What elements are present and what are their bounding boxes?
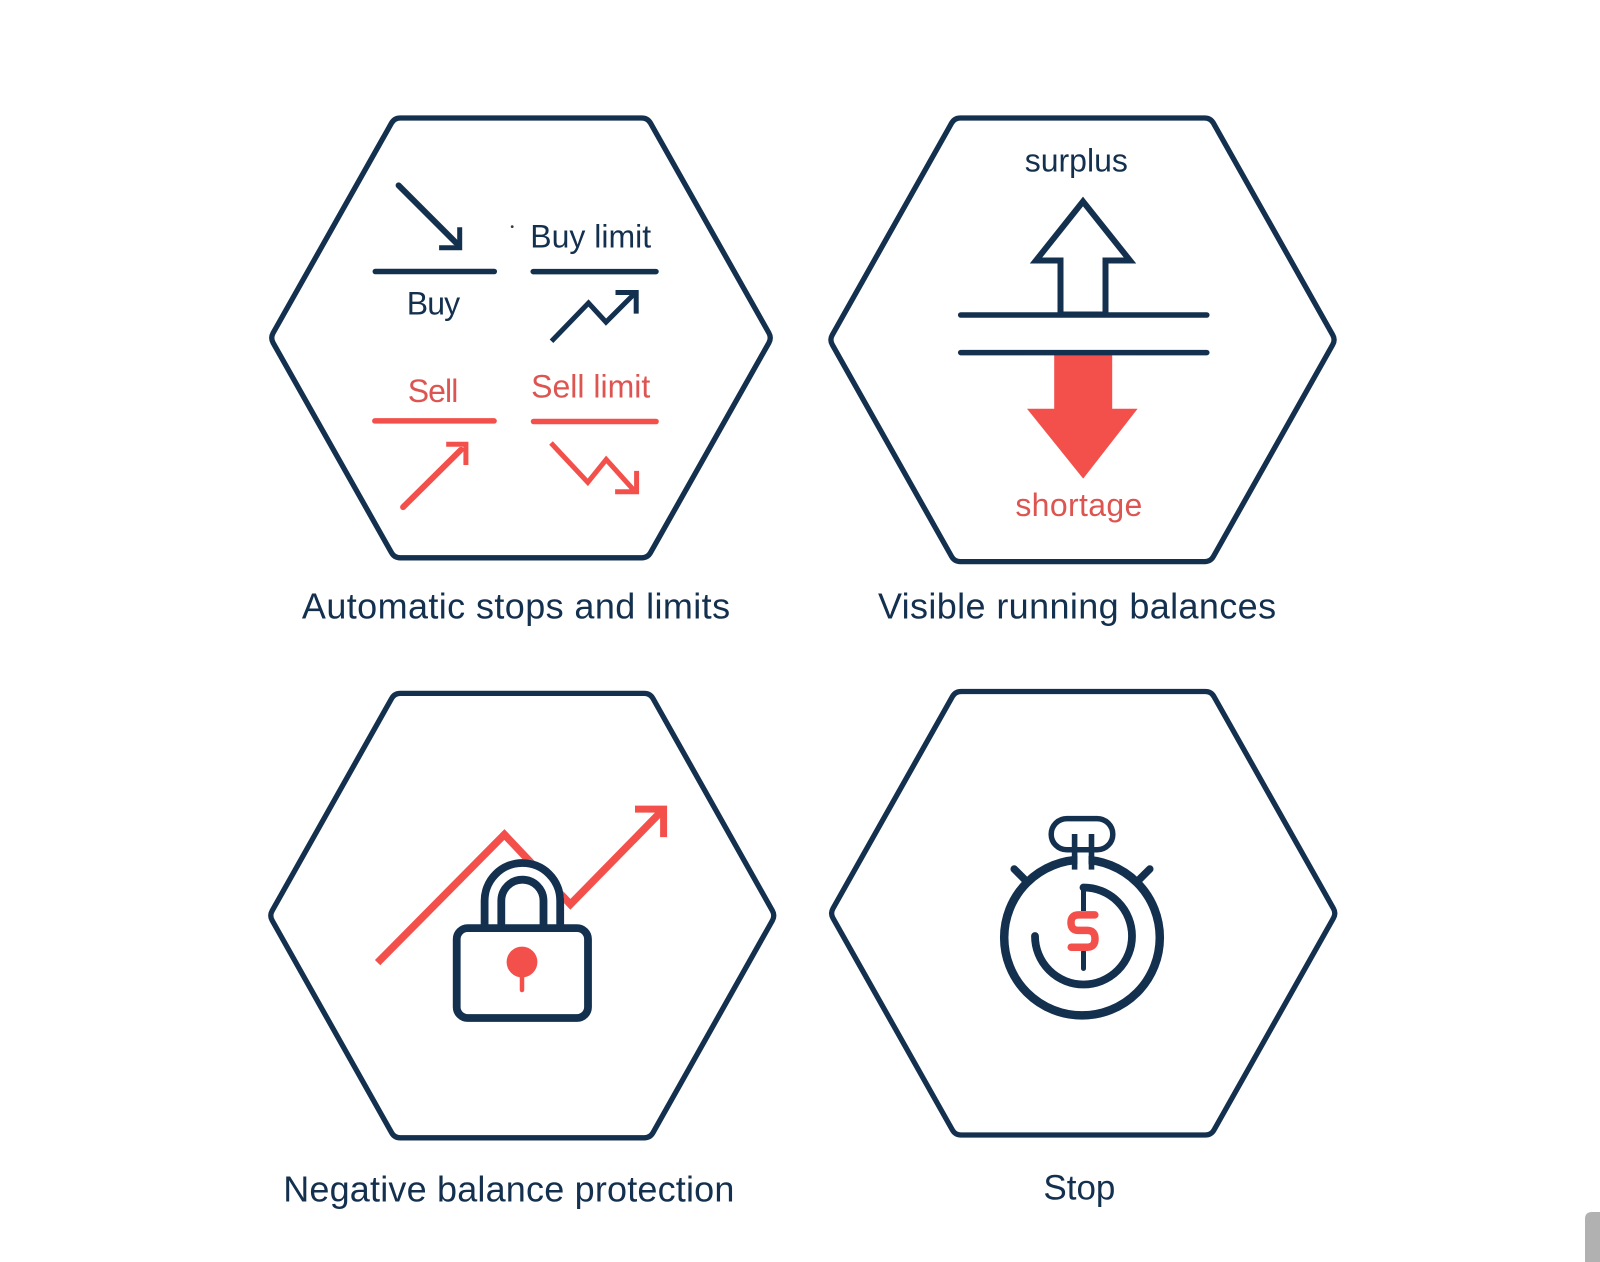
svg-text:shortage: shortage xyxy=(1015,487,1142,523)
svg-text:Visible running balances: Visible running balances xyxy=(878,586,1276,627)
svg-text:surplus: surplus xyxy=(1025,143,1128,179)
svg-text:Sell limit: Sell limit xyxy=(531,368,650,404)
svg-text:Automatic stops and limits: Automatic stops and limits xyxy=(302,586,731,627)
svg-text:Sell: Sell xyxy=(408,373,458,409)
svg-text:Buy: Buy xyxy=(407,286,460,322)
svg-text:Buy limit: Buy limit xyxy=(530,219,651,255)
svg-text:Negative balance protection: Negative balance protection xyxy=(283,1169,734,1210)
svg-text:Stop: Stop xyxy=(1043,1168,1115,1207)
